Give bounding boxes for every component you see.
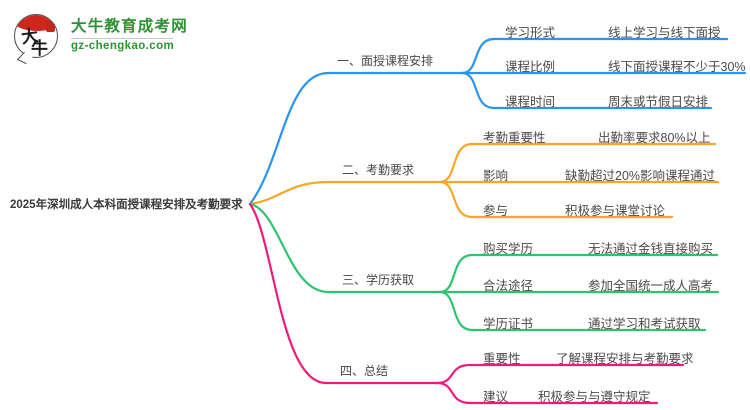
site-url: gz-chengkao.com xyxy=(71,39,175,52)
branch1-row3-label: 课程时间 xyxy=(505,95,556,109)
branch2-row3-label: 参与 xyxy=(483,204,509,218)
branch1-main-link xyxy=(248,71,464,206)
branch1-row2-value: 线下面授课程不少于30% xyxy=(608,60,746,74)
branch4-row2-link xyxy=(435,381,659,405)
branch2-label: 二、考勤要求 xyxy=(342,163,415,177)
logo-divider xyxy=(71,37,173,39)
branch1-row2-label: 课程比例 xyxy=(505,60,556,74)
site-logo: 大 牛 大牛教育成考网 gz-chengkao.com xyxy=(14,12,188,66)
logo-char-bottom: 牛 xyxy=(31,39,48,58)
branch4-row1-label: 重要性 xyxy=(483,352,521,366)
branch2-row1-label: 考勤重要性 xyxy=(483,131,546,145)
logo-seal-icon xyxy=(46,21,55,32)
branch3-row3-value: 通过学习和考试获取 xyxy=(588,317,701,331)
branch2-row1-value: 出勤率要求80%以上 xyxy=(598,131,711,145)
branch4-label: 四、总结 xyxy=(340,364,389,378)
branch4-row2-value: 积极参与与遵守规定 xyxy=(538,390,651,404)
branch3-row2-value: 参加全国统一成人高考 xyxy=(588,279,714,293)
branch4-row1-link xyxy=(435,363,685,385)
branch2-main-link xyxy=(248,180,442,206)
branch4-row1-value: 了解课程安排与考勤要求 xyxy=(556,352,694,366)
branch3-label: 三、学历获取 xyxy=(342,273,415,287)
branch4-main-link xyxy=(248,202,439,385)
branch3-row1-label: 购买学历 xyxy=(483,242,534,256)
branch3-row3-link xyxy=(438,290,707,332)
branch1-row3-link xyxy=(460,71,713,110)
branch3-row1-link xyxy=(438,253,719,294)
branch2-row2-label: 影响 xyxy=(483,169,509,183)
branch2-row1-link xyxy=(438,142,717,184)
central-topic: 2025年深圳成人本科面授课程安排及考勤要求 xyxy=(10,199,243,211)
branch1-row1-label: 学习形式 xyxy=(505,26,556,40)
branch3-row2-label: 合法途径 xyxy=(483,279,534,293)
branch4-row2-label: 建议 xyxy=(483,390,509,404)
branch3-main-link xyxy=(248,202,442,294)
branch2-row3-link xyxy=(438,180,674,219)
branch1-label: 一、面授课程安排 xyxy=(337,54,434,68)
branch3-row3-label: 学历证书 xyxy=(483,317,534,331)
branch1-row1-link xyxy=(460,37,729,75)
branch2-row3-value: 积极参与课堂讨论 xyxy=(565,204,666,218)
site-name: 大牛教育成考网 xyxy=(71,18,188,35)
branch1-row3-value: 周末或节假日安排 xyxy=(608,95,709,109)
branch1-row1-value: 线上学习与线下面授 xyxy=(608,26,721,40)
bull-speech-bubble-icon: 大 牛 xyxy=(14,12,64,66)
branch3-row1-value: 无法通过金钱直接购买 xyxy=(588,242,714,256)
branch2-row2-value: 缺勤超过20%影响课程通过 xyxy=(565,169,716,183)
